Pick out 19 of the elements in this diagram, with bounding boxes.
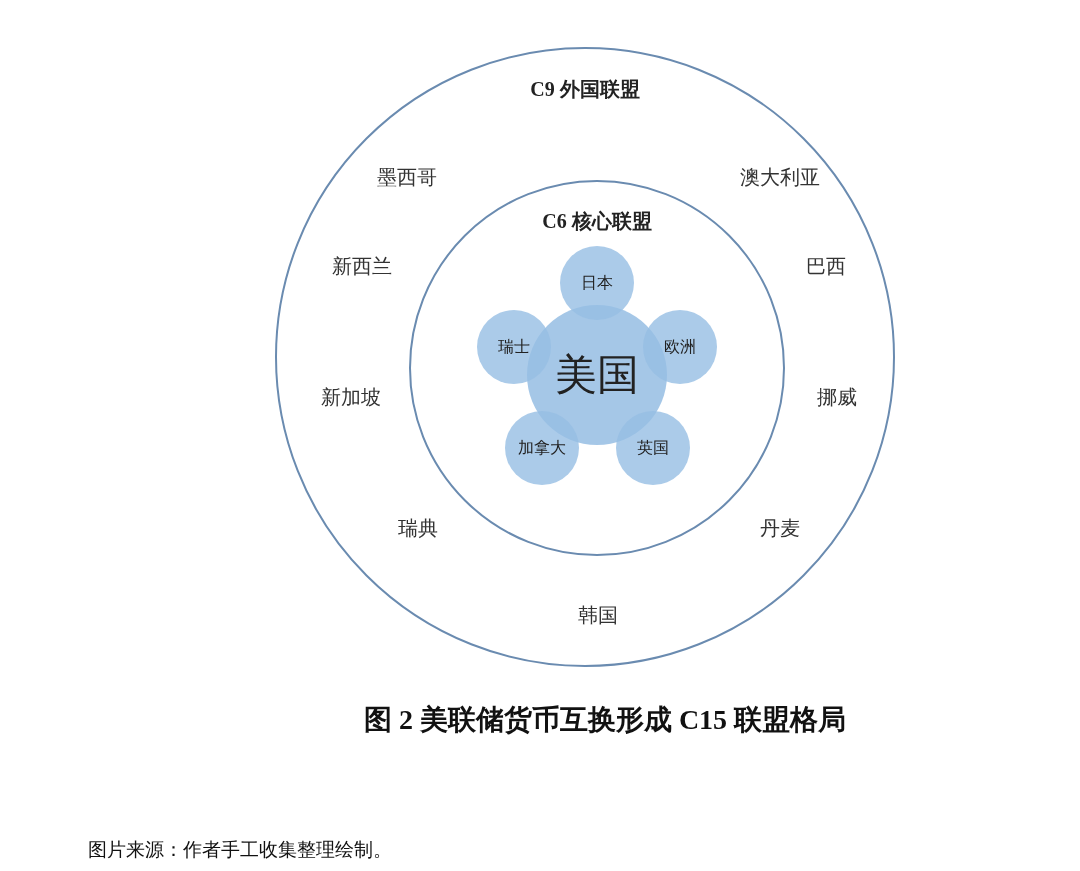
alliance-title: C9 外国联盟 [530, 77, 640, 102]
country-name: 挪威 [817, 384, 857, 410]
country-name: 韩国 [578, 602, 618, 628]
country-name: 英国 [636, 437, 670, 458]
country-name: 新加坡 [321, 384, 381, 410]
country-name: 瑞典 [398, 515, 438, 541]
country-name: 新西兰 [332, 253, 392, 279]
country-name: 加拿大 [517, 437, 566, 458]
country-name: 墨西哥 [377, 164, 437, 190]
alliance-title: C6 核心联盟 [542, 209, 652, 234]
source-note: 图片来源：作者手工收集整理绘制。 [88, 837, 392, 862]
country-name: 欧洲 [663, 336, 697, 357]
figure-caption: 图 2 美联储货币互换形成 C15 联盟格局 [363, 703, 847, 737]
country-name: 澳大利亚 [740, 164, 820, 190]
country-name: 巴西 [806, 253, 846, 279]
country-name: 丹麦 [760, 515, 800, 541]
country-name: 瑞士 [496, 336, 531, 357]
country-name: 日本 [580, 272, 614, 293]
country-name: 美国 [555, 350, 639, 400]
